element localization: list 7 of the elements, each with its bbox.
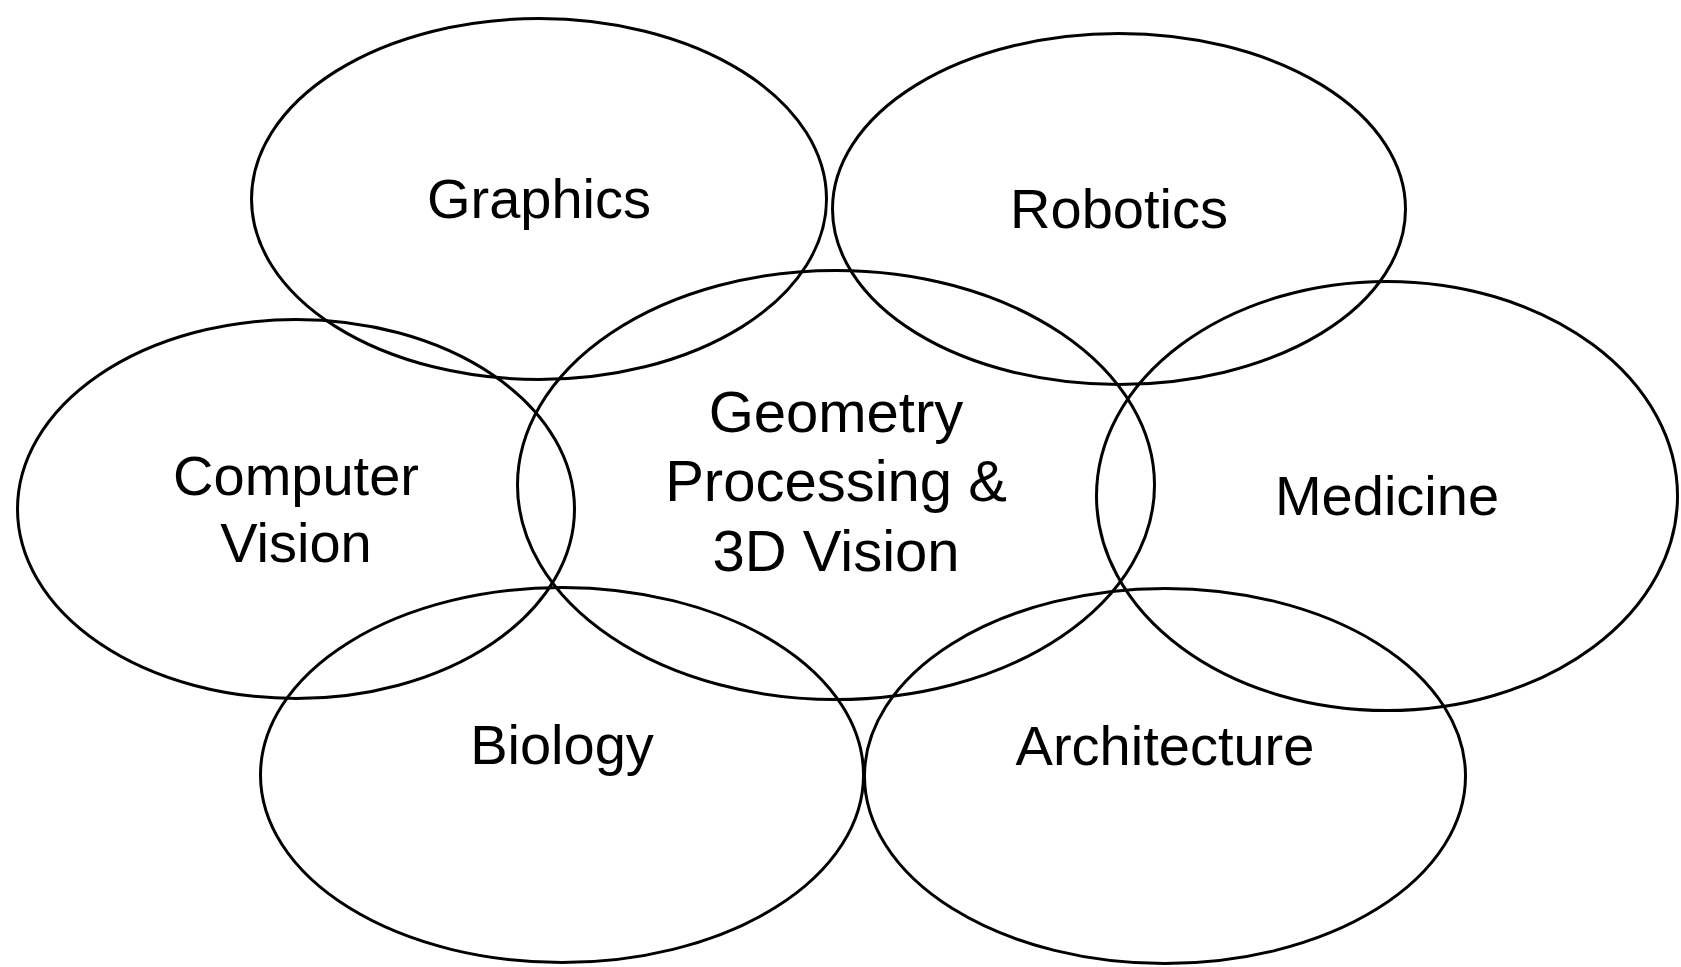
topic-label: Robotics bbox=[1010, 176, 1228, 243]
topic-label: Geometry Processing & 3D Vision bbox=[664, 377, 1008, 585]
topic-label: Architecture bbox=[1015, 713, 1315, 780]
topic-label: Medicine bbox=[1274, 463, 1500, 530]
topic-label: Computer Vision bbox=[172, 442, 420, 576]
topic-label: Biology bbox=[470, 712, 654, 779]
topic-label: Graphics bbox=[426, 166, 652, 233]
